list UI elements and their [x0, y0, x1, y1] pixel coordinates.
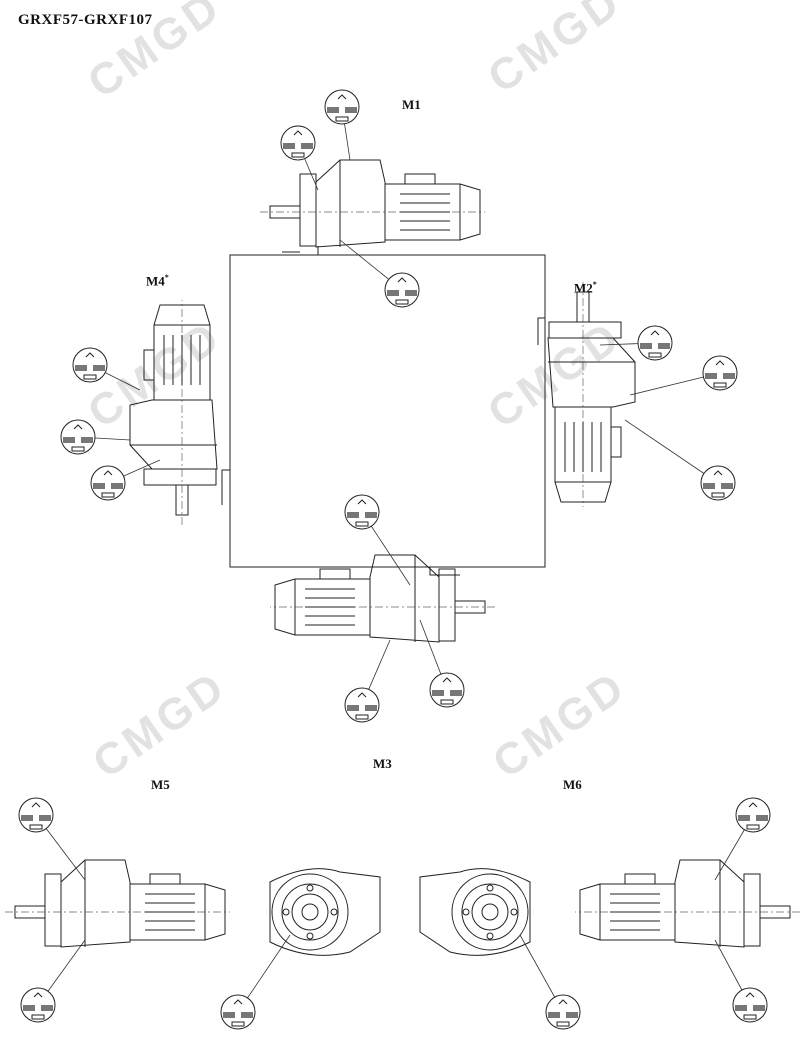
- gear-motor-drawing: [270, 554, 495, 643]
- page-title: GRXF57-GRXF107: [18, 12, 153, 28]
- label-text: M5: [151, 777, 170, 792]
- label-text: M6: [563, 777, 582, 792]
- oil-level-indicator-icon: [18, 797, 54, 833]
- oil-level-indicator-icon: [220, 994, 256, 1030]
- label-text: M3: [373, 756, 392, 771]
- label-m5: M5: [151, 777, 170, 793]
- mount-bracket: [282, 246, 319, 256]
- gear-motor-drawing: [260, 159, 485, 248]
- oil-level-indicator-icon: [735, 797, 771, 833]
- gear-unit-end-view: [269, 868, 381, 956]
- oil-level-indicator-icon: [72, 347, 108, 383]
- oil-level-indicator-icon: [344, 687, 380, 723]
- oil-level-indicator-icon: [20, 987, 56, 1023]
- oil-level-indicator-icon: [702, 355, 738, 391]
- gear-motor-drawing: [547, 282, 636, 507]
- oil-level-indicator-icon: [637, 325, 673, 361]
- gear-motor-drawing: [5, 859, 230, 948]
- mount-bracket: [429, 567, 460, 576]
- oil-level-indicator-icon: [344, 494, 380, 530]
- gear-motor-drawing: [575, 859, 800, 948]
- oil-level-indicator-icon: [429, 672, 465, 708]
- machine-frame: [229, 254, 546, 568]
- label-text: M4: [146, 273, 165, 289]
- mount-bracket: [221, 469, 230, 505]
- mount-bracket: [537, 317, 545, 345]
- oil-level-indicator-icon: [280, 125, 316, 161]
- label-m4: M4*: [146, 273, 169, 289]
- oil-level-indicator-icon: [384, 272, 420, 308]
- oil-level-indicator-icon: [90, 465, 126, 501]
- label-m6: M6: [563, 777, 582, 793]
- label-m3: M3: [373, 756, 392, 772]
- label-text: M1: [402, 97, 421, 112]
- oil-level-indicator-icon: [324, 89, 360, 125]
- oil-level-indicator-icon: [60, 419, 96, 455]
- oil-level-indicator-icon: [700, 465, 736, 501]
- gear-unit-end-view: [419, 868, 531, 956]
- oil-level-indicator-icon: [545, 994, 581, 1030]
- label-mark: *: [592, 280, 597, 289]
- leader-line: [624, 419, 719, 484]
- label-m1: M1: [402, 97, 421, 113]
- label-text: M2: [574, 280, 593, 296]
- oil-level-indicator-icon: [732, 987, 768, 1023]
- gear-motor-drawing: [129, 300, 218, 525]
- label-mark: *: [164, 273, 169, 282]
- label-m2: M2*: [574, 280, 597, 296]
